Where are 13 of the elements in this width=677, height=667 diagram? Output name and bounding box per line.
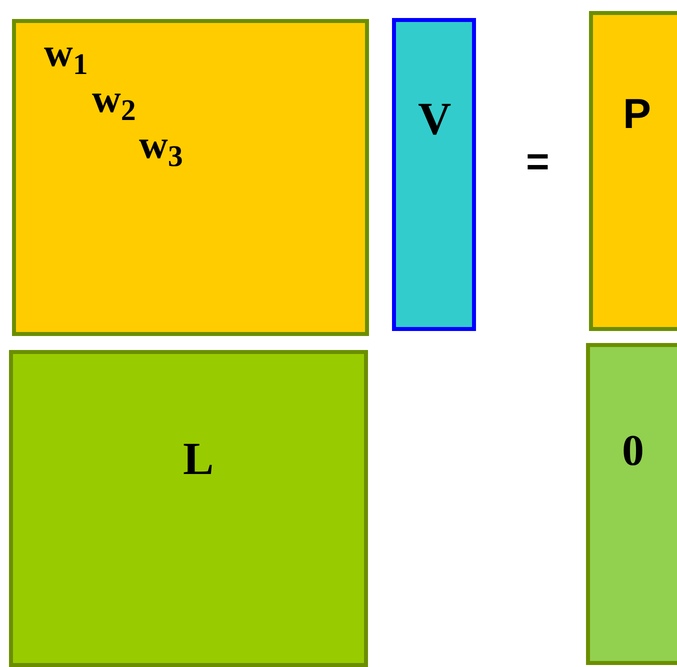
matrix-entry: w$_{2}$ — [92, 79, 136, 119]
matrix-block — [9, 350, 368, 667]
equals-sign: = — [526, 142, 550, 182]
matrix-block — [589, 11, 677, 331]
matrix-label: V — [418, 96, 452, 142]
matrix-label: 0 — [622, 429, 644, 473]
matrix-block — [12, 19, 369, 336]
matrix-entry: w$_{1}$ — [44, 33, 88, 73]
vector-block — [392, 18, 476, 331]
matrix-label: L — [183, 436, 214, 482]
vector-block — [586, 343, 677, 665]
matrix-label: P — [623, 93, 652, 135]
matrix-entry: w$_{3}$ — [139, 125, 183, 165]
